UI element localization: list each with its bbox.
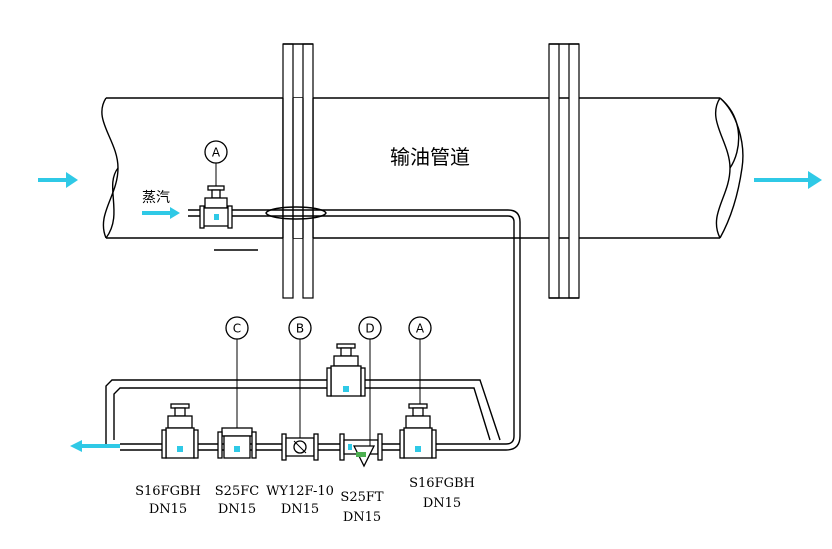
trap-s25fc [217,427,257,459]
main-pipe-label: 输油管道 [390,145,470,169]
label-trap-s25fc: S25FC DN15 [215,484,259,517]
svg-text:B: B [296,322,304,336]
svg-text:DN15: DN15 [281,502,319,517]
outlet-arrow-icon [754,171,822,189]
svg-text:S25FT: S25FT [340,490,383,505]
svg-text:C: C [233,322,241,336]
bypass-loop [105,379,501,444]
svg-text:DN15: DN15 [423,496,461,511]
steam-label: 蒸汽 [142,190,170,206]
svg-text:A: A [416,322,425,336]
callout-b: B [288,316,312,340]
inlet-arrow-icon [38,172,78,188]
svg-text:DN15: DN15 [218,502,256,517]
svg-text:WY12F-10: WY12F-10 [266,484,334,499]
svg-text:A: A [212,146,221,160]
label-valve-s16fgbh-right: S16FGBH DN15 [409,476,475,511]
callout-top-a: A [204,140,228,164]
svg-text:S16FGBH: S16FGBH [135,484,201,499]
valve-s16fgbh-right [399,403,437,459]
label-strainer-s25ft: S25FT DN15 [340,490,383,525]
label-valve-wy12f-10: WY12F-10 DN15 [266,484,334,517]
steam-flow-arrow-icon [142,207,180,219]
svg-text:DN15: DN15 [343,510,381,525]
callout-d: D [358,316,382,340]
support-right [548,43,580,299]
callout-c: C [225,316,249,340]
svg-text:S25FC: S25FC [215,484,259,499]
bypass-valve [326,343,366,397]
svg-text:D: D [365,322,374,336]
valve-wy12f-10 [281,433,319,461]
valve-s16fgbh-left [161,403,199,459]
svg-text:S16FGBH: S16FGBH [409,476,475,491]
label-valve-s16fgbh-left: S16FGBH DN15 [135,484,201,517]
svg-text:DN15: DN15 [149,502,187,517]
callout-bottom-a: A [408,316,432,340]
top-valve-a [199,162,233,229]
outlet-flow-arrow-icon [70,440,120,452]
support-left [282,43,314,299]
strainer-s25ft [339,433,383,468]
main-oil-pipe [101,97,744,239]
